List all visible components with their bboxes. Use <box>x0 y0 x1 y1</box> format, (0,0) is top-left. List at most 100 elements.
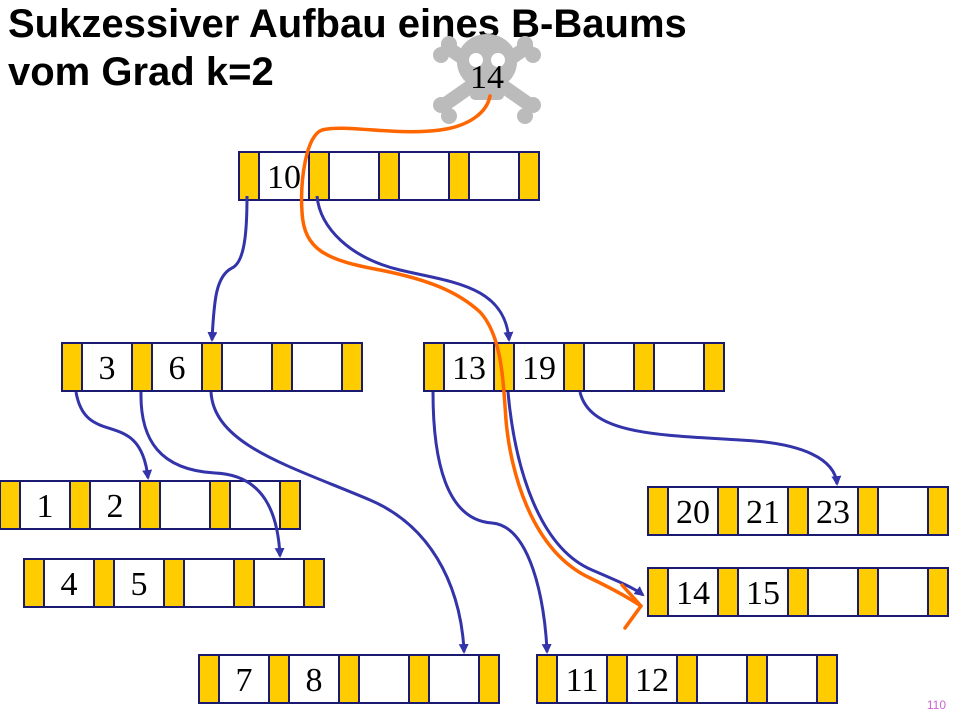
key-slot <box>667 486 719 536</box>
pointer-slot <box>131 342 153 392</box>
arrow-13-19-to-leaf-14-15 <box>506 391 645 597</box>
key-slot <box>877 567 929 617</box>
key-label: 21 <box>746 494 780 531</box>
pointer-slot <box>746 654 768 704</box>
pointer-slot <box>61 342 83 392</box>
arrow-root-to-left-inner <box>207 195 249 342</box>
pointer-slot <box>703 342 725 392</box>
pointer-slot <box>201 342 223 392</box>
pointer-slot <box>233 558 255 608</box>
arrow-root-to-right-inner <box>315 195 514 342</box>
pointer-slot <box>23 558 45 608</box>
pointer-slot <box>268 654 290 704</box>
key-slot <box>151 342 203 392</box>
pointer-slot <box>198 654 220 704</box>
pointer-slot <box>927 567 949 617</box>
pointer-slot <box>857 567 879 617</box>
key-slot <box>428 654 480 704</box>
key-slot <box>696 654 748 704</box>
pointer-slot <box>238 151 260 201</box>
pointer-slot <box>0 480 21 530</box>
pointer-slot <box>209 480 231 530</box>
key-label: 6 <box>169 350 186 387</box>
key-slot <box>583 342 635 392</box>
pointer-slot <box>536 654 558 704</box>
pointer-slot <box>163 558 185 608</box>
key-label: 23 <box>816 494 850 531</box>
key-slot <box>737 567 789 617</box>
key-label: 15 <box>746 575 780 612</box>
key-slot <box>398 151 450 201</box>
pointer-slot <box>676 654 698 704</box>
pointer-slot <box>341 342 363 392</box>
key-slot <box>19 480 71 530</box>
key-label: 11 <box>566 662 599 699</box>
pointer-slot <box>518 151 540 201</box>
key-label: 13 <box>452 350 486 387</box>
slide-number: 110 <box>926 698 946 712</box>
pointer-slot <box>303 558 325 608</box>
key-slot <box>667 567 719 617</box>
key-slot <box>291 342 343 392</box>
key-slot <box>807 567 859 617</box>
btree-node-right-inner: 13 19 <box>423 342 725 392</box>
title-line-2: vom Grad k=2 <box>8 50 274 94</box>
pointer-slot <box>93 558 115 608</box>
pointer-slot <box>139 480 161 530</box>
key-label: 14 <box>676 575 710 612</box>
arrow-13-19-to-leaf-11-12 <box>431 391 552 654</box>
skull-crossbones-icon <box>433 34 541 124</box>
pointer-slot <box>338 654 360 704</box>
key-slot <box>221 342 273 392</box>
key-label: 3 <box>99 350 116 387</box>
key-label: 2 <box>107 488 124 525</box>
key-label: 10 <box>267 159 301 196</box>
key-slot <box>43 558 95 608</box>
tree-arrows <box>74 195 842 654</box>
pointer-slot <box>717 567 739 617</box>
pointer-slot <box>647 486 669 536</box>
key-label: 20 <box>676 494 710 531</box>
pointer-slot <box>423 342 445 392</box>
key-slot <box>877 486 929 536</box>
pointer-slot <box>478 654 500 704</box>
arrow-3-6-to-leaf-1-2 <box>74 391 153 480</box>
inserting-key-label: 14 <box>470 59 504 96</box>
pointer-slot <box>308 151 330 201</box>
pointer-slot <box>69 480 91 530</box>
pointer-slot <box>717 486 739 536</box>
key-slot <box>468 151 520 201</box>
key-slot <box>807 486 859 536</box>
pointer-slot <box>271 342 293 392</box>
pointer-slot <box>633 342 655 392</box>
key-slot <box>113 558 165 608</box>
pointer-slot <box>563 342 585 392</box>
btree-node-root: 10 <box>238 151 540 201</box>
key-label: 4 <box>61 566 78 603</box>
pointer-slot <box>378 151 400 201</box>
key-slot <box>513 342 565 392</box>
arrow-3-6-to-leaf-7-8 <box>209 391 469 654</box>
pointer-slot <box>787 567 809 617</box>
key-slot <box>159 480 211 530</box>
pointer-slot <box>787 486 809 536</box>
btree-node-leaf-20-21-23: 20 21 23 <box>647 486 949 536</box>
key-label: 1 <box>37 488 54 525</box>
btree-node-leaf-14-15: 14 15 <box>647 567 949 617</box>
key-slot <box>766 654 818 704</box>
pointer-slot <box>408 654 430 704</box>
key-label: 12 <box>635 662 669 699</box>
key-slot <box>183 558 235 608</box>
key-slot <box>253 558 305 608</box>
key-slot <box>81 342 133 392</box>
pointer-slot <box>647 567 669 617</box>
key-slot <box>328 151 380 201</box>
btree-node-leaf-11-12: 11 12 <box>536 654 838 704</box>
pointer-slot <box>927 486 949 536</box>
insertion-path <box>299 94 643 630</box>
key-label: 19 <box>522 350 556 387</box>
